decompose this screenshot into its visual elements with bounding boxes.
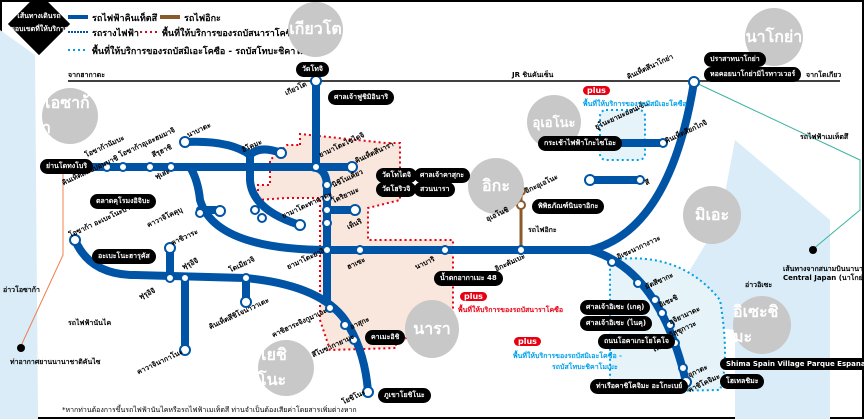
city-kyoto: เกียวโต: [288, 2, 343, 57]
spot-gozaisho[interactable]: กระเช้าไฟฟ้าโกะไซโอะ: [538, 136, 622, 151]
spot-kasuga[interactable]: ศาลเจ้าคาสุกะ: [414, 168, 470, 183]
spot-shima-spain[interactable]: Shima Spain Village Parque Espana: [720, 358, 864, 370]
centrair-label-1: เส้นทางจากสนามบินนานาชาติ: [783, 265, 864, 273]
meitetsu-line: [693, 81, 861, 251]
spot-hotel[interactable]: โฮเทลชิมะ: [720, 374, 765, 389]
spot-kashikojima-port[interactable]: ท่าเรือคาชิโคจิมะ อะโกะเบย์: [590, 379, 689, 394]
city-ise: อิเซะชิมะ: [733, 296, 791, 354]
spot-todaiji[interactable]: วัดโทไดจิ: [376, 168, 418, 183]
city-yoshino: โยชิโนะ: [258, 340, 314, 396]
nankai-label: รถไฟฟ้านันไค: [68, 319, 112, 327]
spot-akame[interactable]: น้ำตกอากาเมะ 48: [434, 271, 503, 286]
jr-from-tokyo: จากโตเกียว: [806, 71, 842, 79]
jr-shinkansen-label: JR ชินคันเซ็น: [512, 71, 554, 79]
legend-cable: รถรางไฟฟ้า: [92, 29, 139, 39]
city-osaka: โอซาก้า: [42, 88, 98, 144]
spot-nagoya-tv[interactable]: หอคอยนาโกย่ามิไรทาวเวอร์: [704, 67, 802, 82]
spot-horyuji[interactable]: วัดโฮริวจิ: [376, 182, 417, 197]
spot-kameishi[interactable]: คาเมะอิชิ: [365, 330, 406, 345]
spot-dotonbori[interactable]: ย่านโดทงโบริ: [40, 159, 94, 174]
osaka-bay-label: อ่าวโอซาก้า: [3, 286, 40, 294]
spot-yoshinoyama[interactable]: ภูเขาโยชิโนะ: [378, 388, 431, 403]
legend-mie-bus: พื้นที่ให้บริการของรถบัสมิเอะโคซือ - รถบ…: [92, 47, 320, 57]
city-nara: นารา: [405, 300, 459, 358]
meitetsu-label: รถไฟฟ้าเมเท็ตสึ: [800, 133, 849, 141]
spot-okage[interactable]: ถนนโอคาเกะโยโคโจ: [598, 334, 675, 349]
plus-badge-yunoyama: plus: [583, 86, 610, 95]
kansai-airport-label: ท่าอากาศยานนานาชาติคันไซ: [10, 358, 101, 366]
legend-title: เส้นทางเดินรถขอบเขตที่ให้บริการ: [10, 12, 68, 33]
plus-badge-nara: plus: [460, 292, 487, 301]
spot-nagoya-castle[interactable]: ปราสาทนาโกย่า: [704, 52, 766, 67]
spot-ninja[interactable]: พิพิธภัณฑ์นินจาอิกะ: [532, 199, 605, 214]
mie-plus-note-2: รถบัสโทบะชิคาโมเมะ: [552, 363, 618, 371]
spot-nara-park[interactable]: สวนนารา: [414, 182, 456, 197]
mie-plus-note-1: พื้นที่ให้บริการของรถบัสมิเอะโคซือ -: [513, 352, 623, 360]
legend-iga: รถไฟอิกะ: [184, 14, 221, 24]
spot-ise-inner[interactable]: ศาลเจ้าอิเซะ (ไนคุ): [580, 316, 653, 331]
kansai-airport-marker: [17, 344, 25, 352]
nara-bus-area: [257, 132, 454, 352]
centrair-label-2: Central Japan (นาโกย่า): [783, 274, 864, 282]
kintetsu-lines: [71, 77, 698, 396]
city-mie: มิเอะ: [683, 186, 741, 244]
spot-kuromon[interactable]: ตลาดคุโรมงอิจิบะ: [90, 194, 157, 209]
spot-abeno-harukas[interactable]: อะเบะโนะฮารุคัส: [92, 249, 156, 264]
nara-plus-note: พื้นที่ให้บริการของรถบัสนาราโคซือ: [458, 306, 564, 314]
ise-bay-label: อ่าวอิเซะ: [745, 281, 773, 289]
iga-line-label: รถไฟอิกะ: [528, 226, 557, 234]
plus-badge-mie: plus: [514, 337, 541, 346]
footnote: *หากท่านต้องการขึ้นรถไฟฟ้านันไคหรือรถไฟฟ…: [62, 406, 357, 414]
spot-toji[interactable]: วัดโทจิ: [296, 62, 329, 77]
yunoyama-plus-note: พื้นที่ให้บริการของรถบัสมิเอะโคซือ: [583, 100, 687, 108]
legend-nara-bus: พื้นที่ให้บริการของรถบัสนาราโคซือ: [162, 29, 298, 39]
centrair-marker: [809, 246, 817, 254]
legend-kintetsu: รถไฟฟ้าคินเท็ตสึ: [92, 14, 158, 24]
city-iga: อิกะ: [468, 158, 524, 214]
spot-ise-outer[interactable]: ศาลเจ้าอิเซะ (เกคุ): [580, 300, 651, 315]
osaka-bay-water: [0, 30, 38, 419]
jr-from-hakata: จากฮากาตะ: [68, 71, 105, 79]
nankai-line: [19, 172, 64, 349]
spot-fushimi[interactable]: ศาลเจ้าฟูชิมิอินาริ: [328, 90, 395, 105]
